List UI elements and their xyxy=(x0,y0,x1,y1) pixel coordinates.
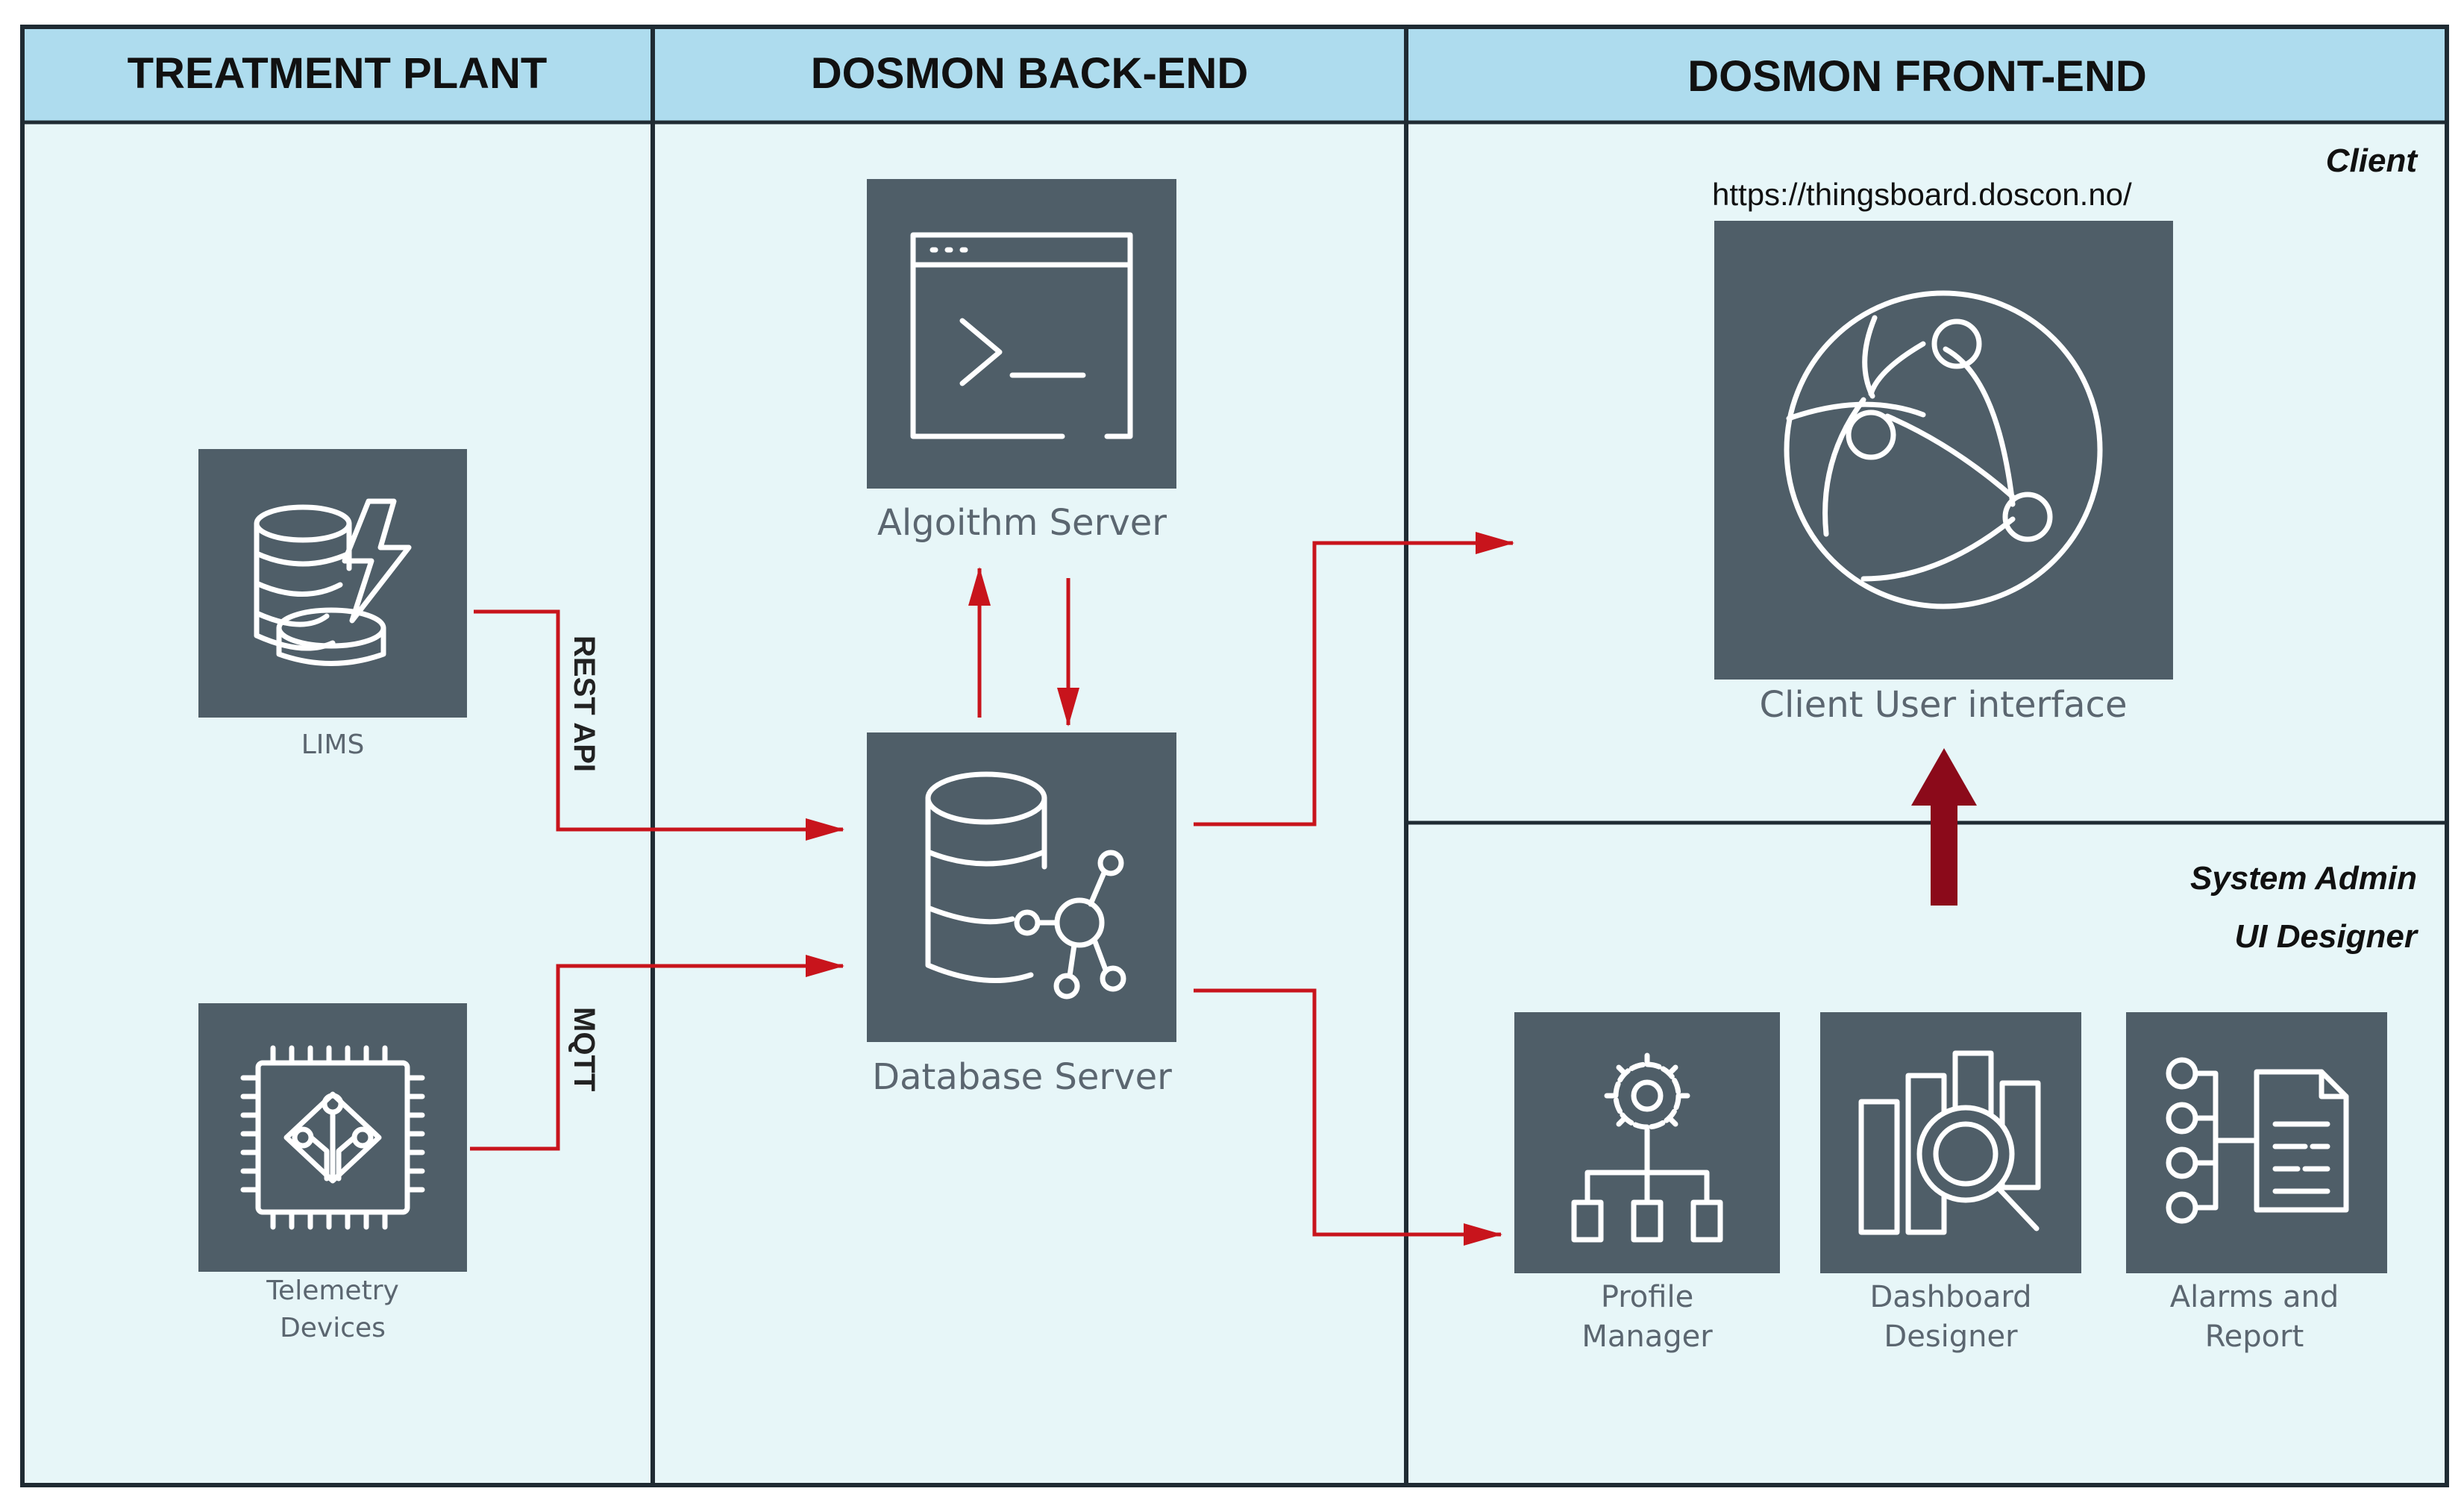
admin-to-client-ui-arrow xyxy=(1911,748,1977,906)
database-to-client-ui-arrow xyxy=(1194,532,1514,826)
lims-to-database-arrow xyxy=(474,609,844,841)
client-role-label: Client xyxy=(2326,142,2419,179)
algorithm-server-label: Algoithm Server xyxy=(877,502,1167,544)
telemetry-label-line1: Telemetry xyxy=(266,1275,399,1306)
backend-header xyxy=(653,27,1406,122)
admin-role-label: System Admin xyxy=(2190,860,2417,897)
designer-role-label: UI Designer xyxy=(2234,918,2418,955)
telemetry-label-line2: Devices xyxy=(280,1313,386,1343)
lims-tile xyxy=(198,449,467,718)
database-server-tile xyxy=(867,732,1176,1042)
client-ui-node[interactable]: Client User interface xyxy=(1714,221,2173,726)
list-document-icon xyxy=(2166,1057,2349,1224)
frontend-header xyxy=(1406,27,2447,122)
mqtt-label: MQTT xyxy=(568,1007,601,1091)
lims-label: LIMS xyxy=(301,729,365,760)
chip-icon xyxy=(240,1045,425,1230)
profile-manager-label-line2: Manager xyxy=(1581,1320,1713,1354)
profile-manager-label-line1: Profile xyxy=(1601,1280,1693,1314)
terminal-window-icon xyxy=(910,232,1133,439)
outer-border xyxy=(20,25,2449,1487)
backend-title: DOSMON BACK-END xyxy=(811,49,1248,98)
client-url: https://thingsboard.doscon.no/ xyxy=(1712,177,2132,212)
rest-api-label: REST API xyxy=(568,636,601,772)
treatment-plant-header xyxy=(22,27,653,122)
database-lightning-icon xyxy=(254,498,412,666)
alarms-report-node[interactable]: Alarms and Report xyxy=(2126,1012,2387,1354)
database-to-admin-tools-arrow xyxy=(1194,988,1502,1246)
magnifier-chart-icon xyxy=(1858,1050,2041,1235)
dashboard-designer-label-line2: Designer xyxy=(1884,1320,2018,1354)
globe-network-icon xyxy=(1784,290,2103,609)
profile-manager-node[interactable]: Profile Manager xyxy=(1514,1012,1780,1354)
alarms-report-label-line1: Alarms and xyxy=(2170,1280,2339,1314)
telemetry-to-database-arrow xyxy=(470,955,844,1151)
telemetry-node[interactable]: Telemetry Devices xyxy=(198,1003,467,1343)
flow-arrows xyxy=(470,532,1977,1246)
treatment-plant-title: TREATMENT PLANT xyxy=(128,49,548,98)
database-server-node[interactable]: Database Server xyxy=(867,732,1176,1098)
database-server-label: Database Server xyxy=(872,1056,1172,1098)
dashboard-designer-node[interactable]: Dashboard Designer xyxy=(1820,1012,2081,1354)
gear-hierarchy-icon xyxy=(1571,1052,1723,1243)
client-ui-tile xyxy=(1714,221,2173,680)
frontend-title: DOSMON FRONT-END xyxy=(1687,52,2146,101)
algorithm-server-node[interactable]: Algoithm Server xyxy=(867,179,1176,544)
database-network-icon xyxy=(925,771,1126,1000)
dashboard-designer-label-line1: Dashboard xyxy=(1869,1280,2031,1314)
lims-node[interactable]: LIMS xyxy=(198,449,467,760)
alarms-report-label-line2: Report xyxy=(2205,1320,2304,1354)
client-ui-label: Client User interface xyxy=(1760,684,2128,726)
